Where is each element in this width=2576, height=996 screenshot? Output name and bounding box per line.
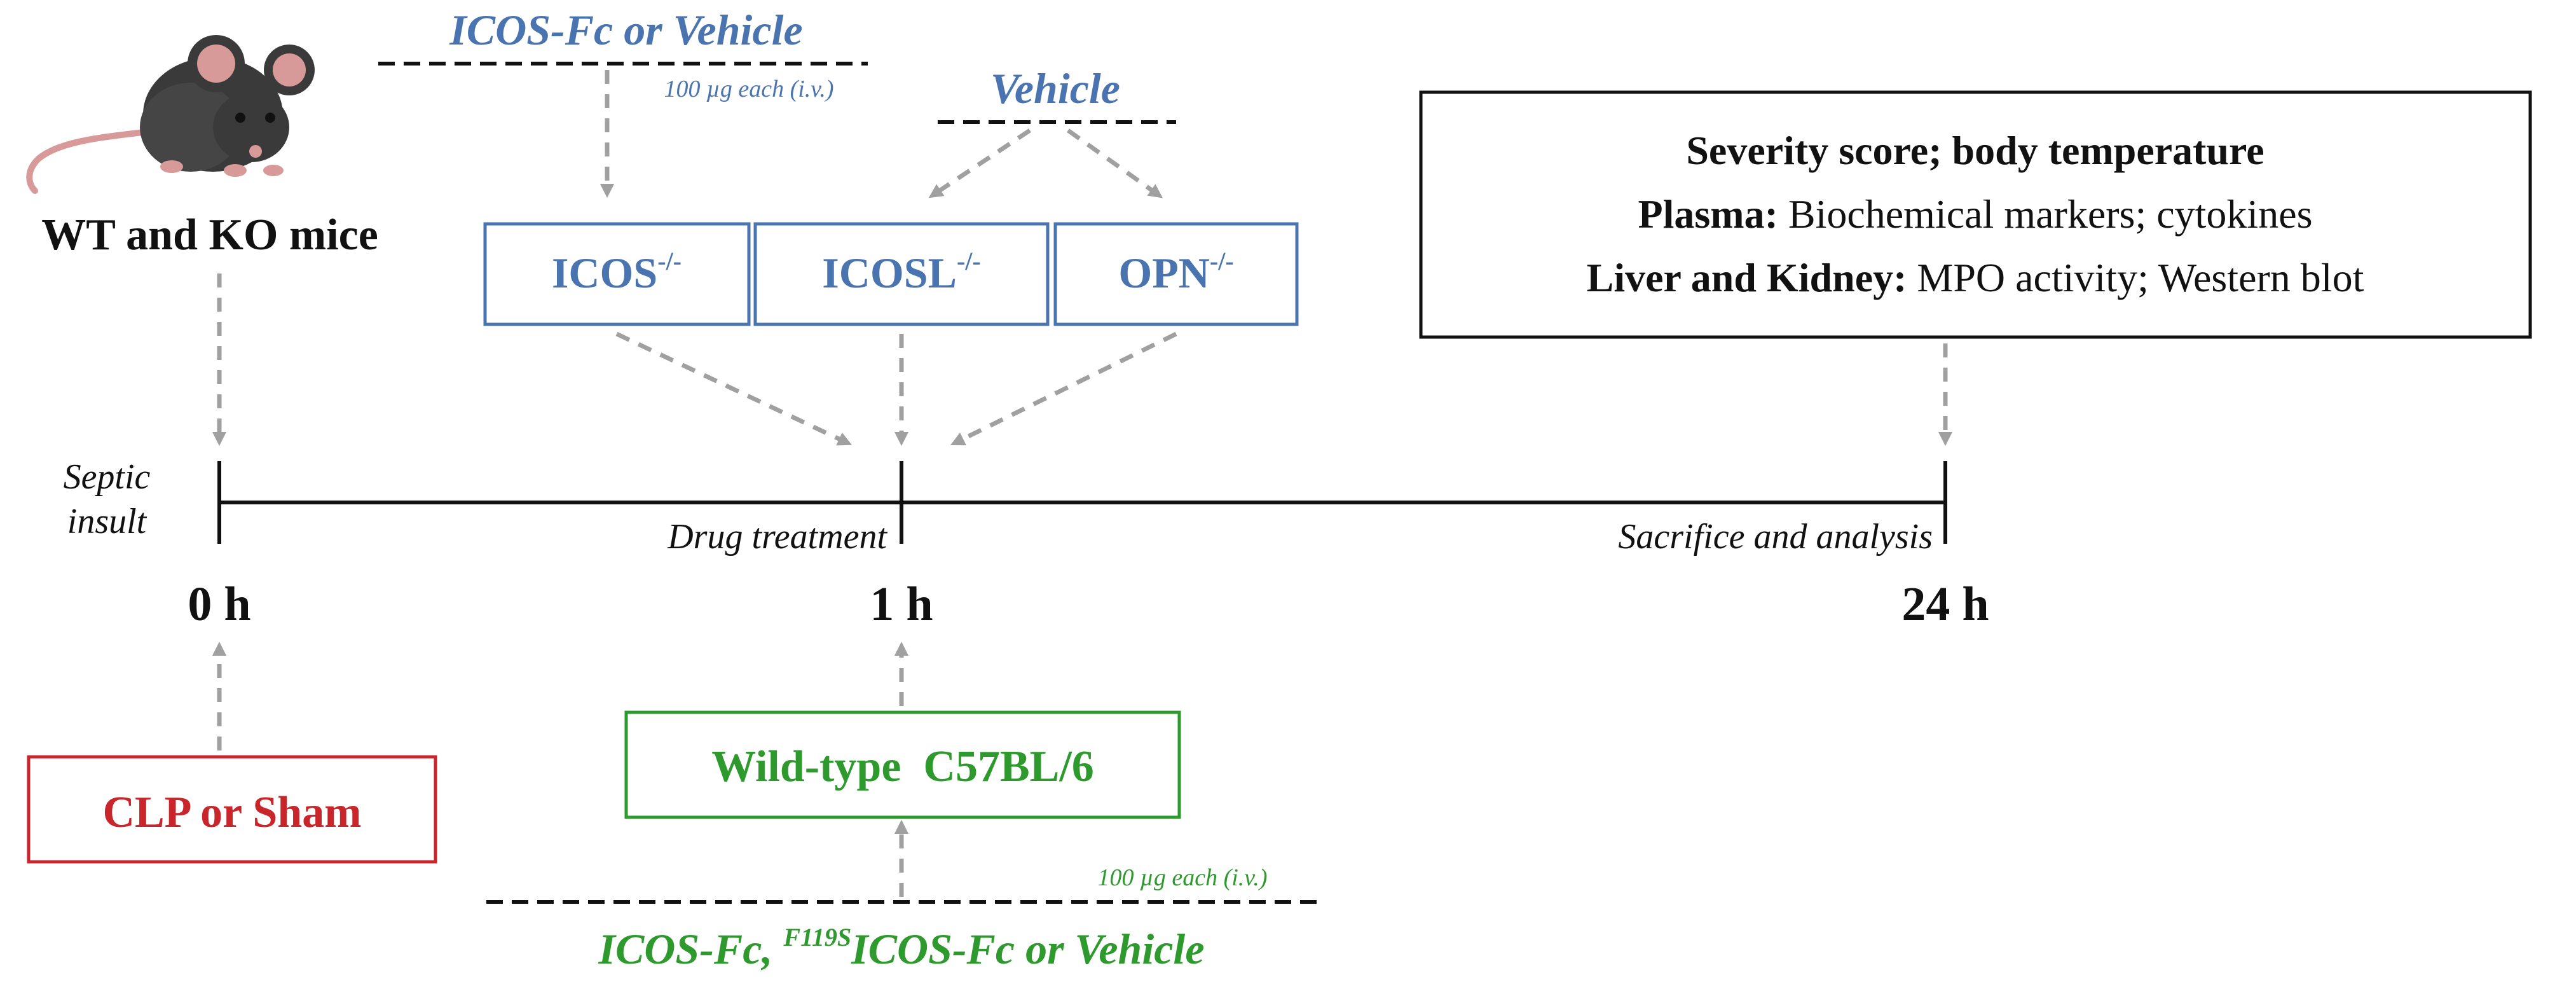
analysis-line-1: Severity score; body temperature <box>1686 128 2264 173</box>
ko-box-opn-label: OPN <box>1118 249 1210 297</box>
drug-treatment-label: Drug treatment <box>667 517 887 557</box>
svg-text:ICOS-Fc, F119SICOS-Fc or Vehic: ICOS-Fc, F119SICOS-Fc or Vehicle <box>598 923 1204 973</box>
mouse-icon <box>26 35 315 194</box>
ko-box-icosl-sup: -/- <box>957 247 981 275</box>
wildtype-label: Wild-type C57BL/6 <box>711 742 1094 791</box>
septic-insult-label-2: insult <box>67 502 147 541</box>
time-1h: 1 h <box>870 578 933 631</box>
mouse-label: WT and KO mice <box>41 211 378 259</box>
ko-box-opn: OPN-/- <box>1053 222 1299 326</box>
ko-box-icosl: ICOSL-/- <box>753 222 1050 326</box>
arrow-vehicle-to-icosl <box>928 128 1031 198</box>
bottom-treatment-sup: F119S <box>783 923 851 951</box>
ko-box-icos: ICOS-/- <box>483 222 751 326</box>
analysis-line-2-bold: Plasma: <box>1638 191 1778 237</box>
wildtype-box: Wild-type C57BL/6 <box>624 710 1181 819</box>
bottom-treatment-label-b: ICOS-Fc or Vehicle <box>851 925 1204 973</box>
septic-insult-label-1: Septic <box>64 457 151 497</box>
arrow-vehicle-to-opn <box>1066 128 1163 198</box>
svg-text:OPN-/-: OPN-/- <box>1118 247 1233 297</box>
top-treatment-dose: 100 µg each (i.v.) <box>664 76 833 102</box>
analysis-line-3-rest: MPO activity; Western blot <box>1907 255 2364 300</box>
vehicle-label: Vehicle <box>990 64 1120 113</box>
svg-text:Liver and Kidney: MPO activity: Liver and Kidney: MPO activity; Western … <box>1587 255 2364 300</box>
top-treatment-label: ICOS-Fc or Vehicle <box>449 6 802 54</box>
clp-box: CLP or Sham <box>27 755 437 864</box>
ko-box-icosl-label: ICOSL <box>822 249 957 297</box>
bottom-treatment-dose: 100 µg each (i.v.) <box>1097 864 1267 891</box>
bottom-treatment-label-a: ICOS-Fc, <box>598 925 783 973</box>
clp-label: CLP or Sham <box>102 788 361 837</box>
svg-text:ICOS-/-: ICOS-/- <box>552 247 682 297</box>
ko-box-icos-sup: -/- <box>657 247 682 275</box>
time-0h: 0 h <box>188 578 250 631</box>
arrow-opn-to-1h <box>950 331 1177 446</box>
arrow-icos-to-1h <box>615 331 853 446</box>
analysis-box: Severity score; body temperature Plasma:… <box>1419 90 2532 339</box>
ko-box-icos-label: ICOS <box>552 249 657 297</box>
svg-text:ICOSL-/-: ICOSL-/- <box>822 247 980 297</box>
ko-box-opn-sup: -/- <box>1210 247 1234 275</box>
time-24h: 24 h <box>1901 578 1989 631</box>
analysis-line-2-rest: Biochemical markers; cytokines <box>1778 191 2313 237</box>
svg-text:Plasma: Biochemical markers; c: Plasma: Biochemical markers; cytokines <box>1638 191 2312 237</box>
analysis-line-3-bold: Liver and Kidney: <box>1587 255 1907 300</box>
sacrifice-label: Sacrifice and analysis <box>1618 517 1933 557</box>
